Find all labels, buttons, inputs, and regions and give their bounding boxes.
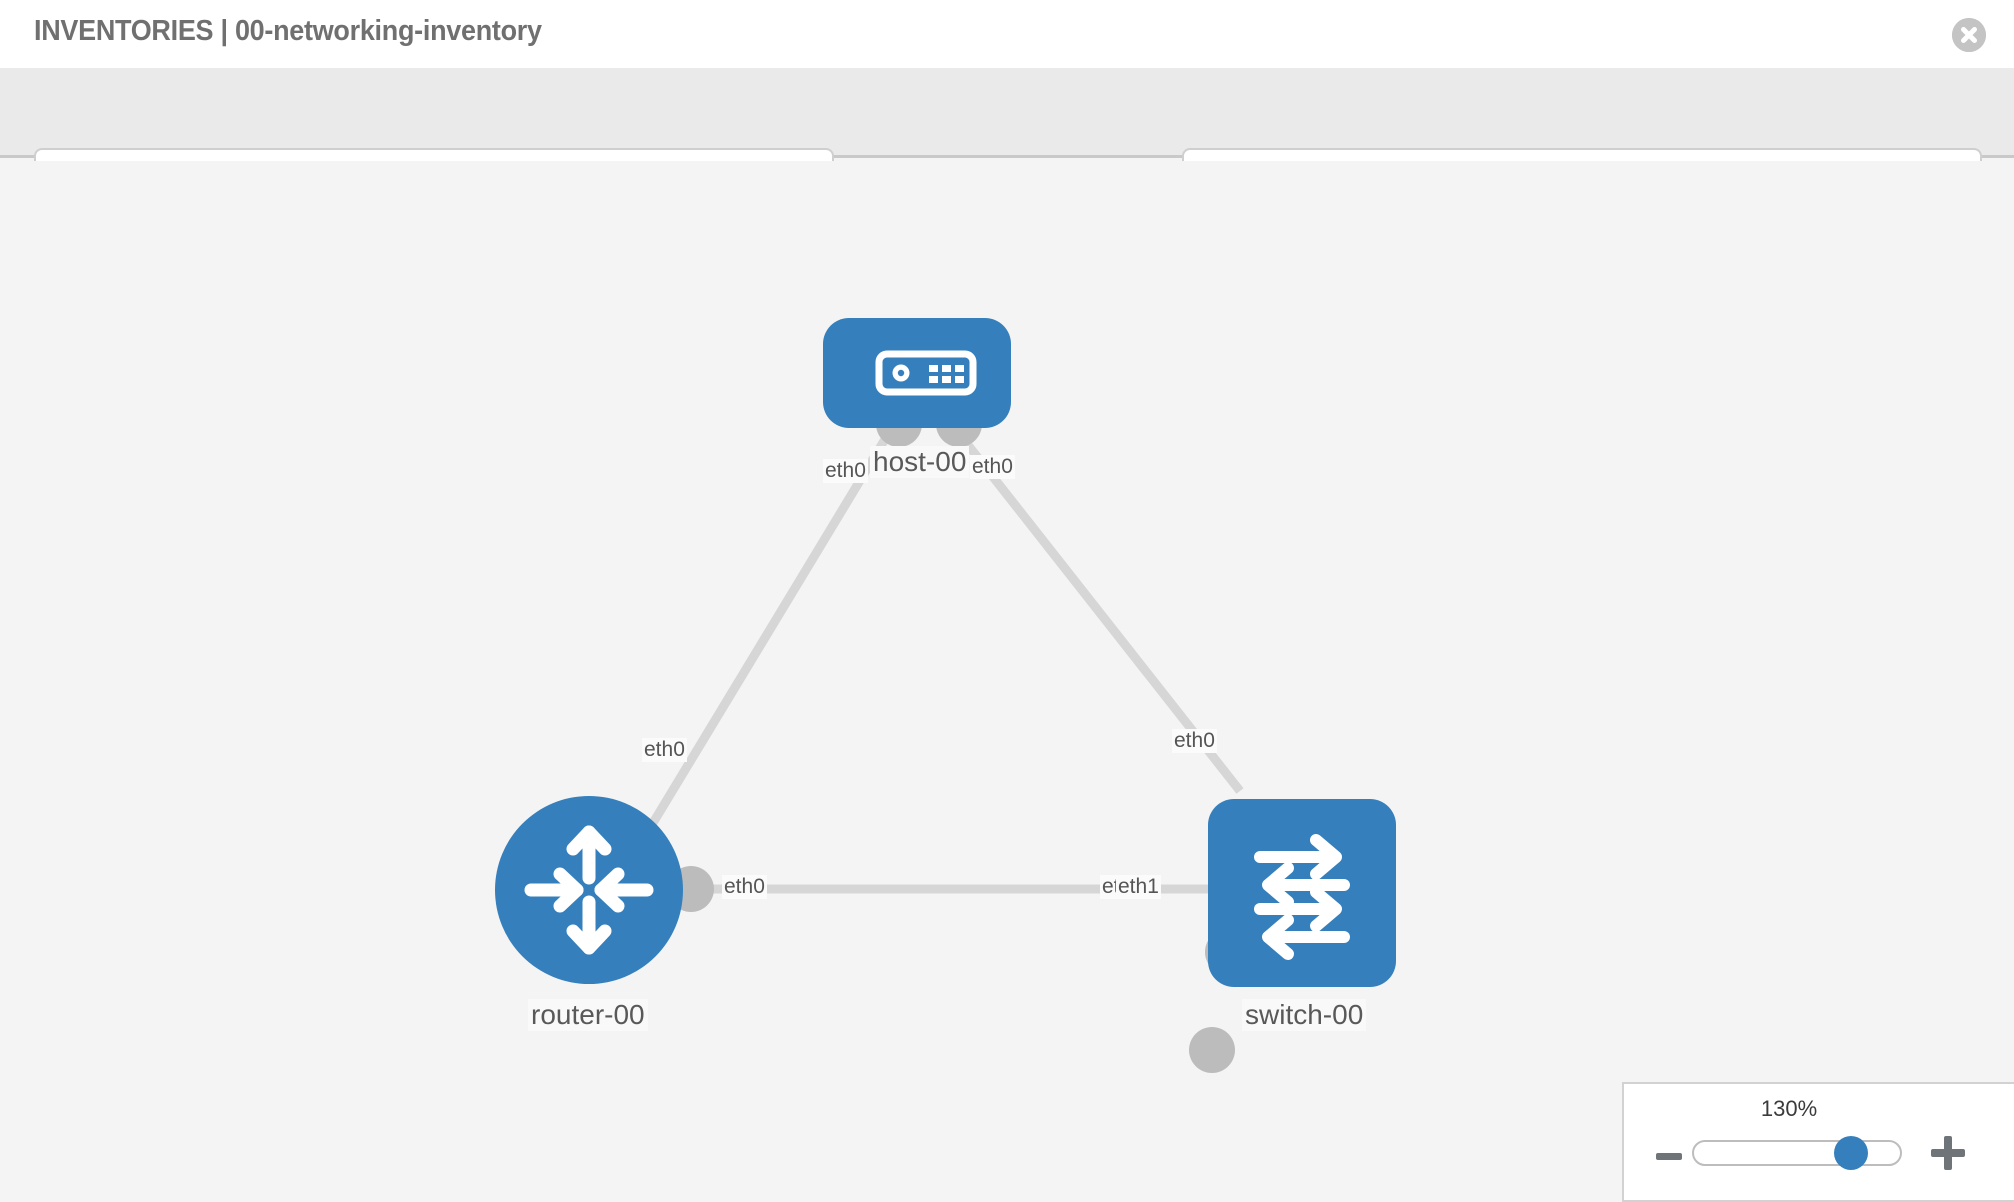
node-router-00-label: router-00 <box>528 999 648 1031</box>
page-title: INVENTORIES | 00-networking-inventory <box>34 15 542 47</box>
iface-switch-top: eth0 <box>1172 729 1217 753</box>
iface-switch-left: eth1 <box>1116 875 1161 899</box>
topology-links <box>626 423 1244 894</box>
close-icon <box>1952 18 1986 52</box>
iface-host-left: eth0 <box>823 459 868 483</box>
server-icon <box>875 350 977 396</box>
node-switch-00[interactable] <box>1208 799 1396 987</box>
node-host-00[interactable] <box>823 318 1011 428</box>
close-button[interactable] <box>1952 18 1986 52</box>
node-router-00[interactable] <box>495 796 683 984</box>
node-switch-00-label: switch-00 <box>1242 999 1367 1031</box>
minus-icon <box>1656 1153 1682 1160</box>
switch-arrows-icon <box>1254 834 1350 960</box>
zoom-slider-thumb[interactable] <box>1834 1136 1868 1170</box>
zoom-in-button[interactable] <box>1929 1134 1967 1177</box>
header-bar: INVENTORIES | 00-networking-inventory <box>0 0 2014 68</box>
link-host-router[interactable] <box>626 423 897 864</box>
plus-icon <box>1931 1136 1965 1170</box>
router-arrows-icon <box>524 825 654 955</box>
zoom-slider-track[interactable] <box>1692 1136 1902 1170</box>
zoom-out-button[interactable] <box>1654 1142 1684 1177</box>
iface-host-right: eth0 <box>970 455 1015 479</box>
zoom-control-panel: 130% <box>1622 1082 2014 1202</box>
iface-router-top: eth0 <box>642 738 687 762</box>
port-switch-left[interactable] <box>1189 1027 1235 1073</box>
iface-router-right: eth0 <box>722 875 767 899</box>
toolbar: ACTIONS SEARCH <box>0 68 2014 202</box>
topology-graph: host-00 eth0 eth0 <box>0 161 2014 1200</box>
node-host-00-label: host-00 <box>870 446 970 478</box>
topology-canvas[interactable]: host-00 eth0 eth0 <box>0 161 2014 1200</box>
zoom-level-value: 130% <box>1760 1096 1818 1121</box>
